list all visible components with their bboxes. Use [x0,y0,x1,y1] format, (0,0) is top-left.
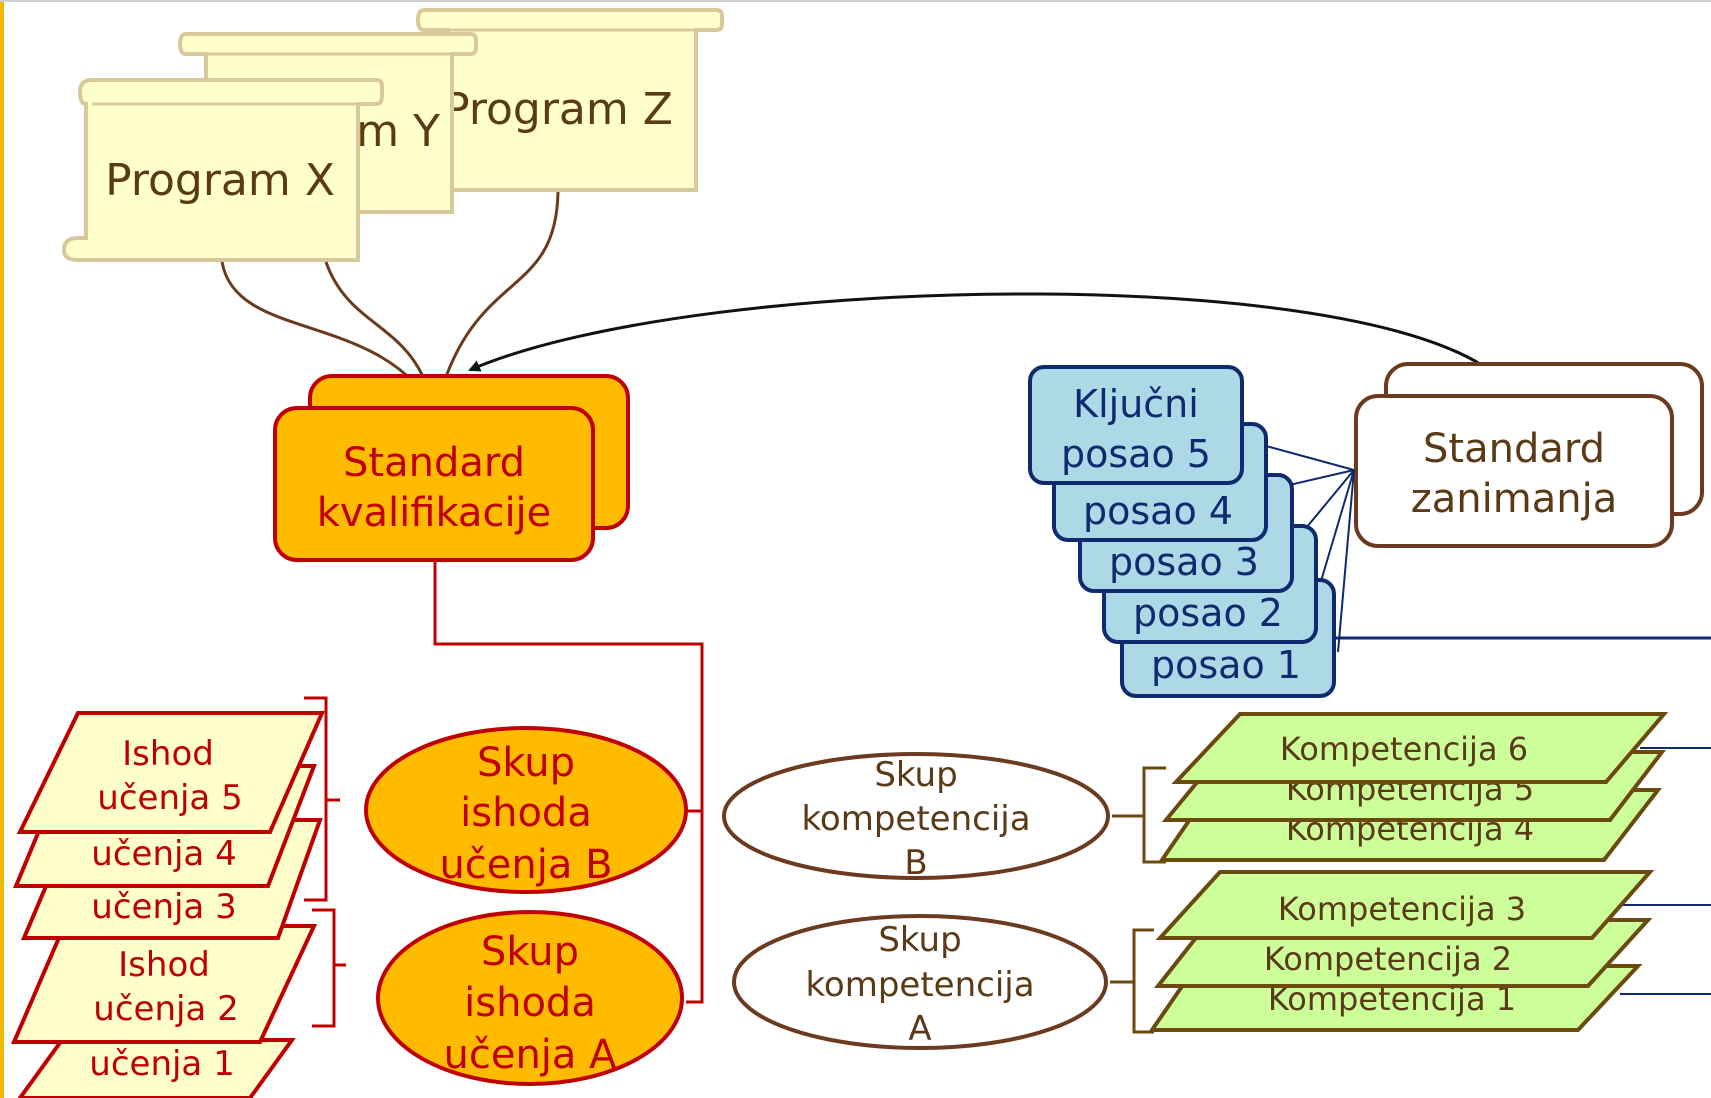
competence-set-b: Skup kompetencija B [722,752,1110,883]
learning-outcome-2-line1: Ishod [118,945,210,985]
key-job-3-label: posao 3 [1109,540,1259,584]
competence-set-b-line1: Skup [874,755,957,795]
learning-outcome-3-label: učenja 3 [91,887,236,927]
program-x-label: Program X [105,155,335,206]
brace-competences-a [1110,928,1154,1034]
competence-set-a-line1: Skup [878,920,961,960]
outcome-set-b-line1: Skup [477,740,575,786]
occupation-standard-line1: Standard [1423,426,1605,472]
competence-set-a: Skup kompetencija A [732,914,1108,1050]
arrow-program-z [434,191,560,404]
competence-6: Kompetencija 6 [1171,712,1669,784]
qualification-standard: Standard kvalifikacije [273,374,630,562]
key-job-5: Ključni posao 5 [1028,365,1244,485]
key-job-5-line2: posao 5 [1061,432,1211,476]
occupation-standard: Standard zanimanja [1354,362,1704,548]
left-border [0,0,4,1098]
brace-outcomes-a [312,908,346,1028]
competence-links [1610,747,1711,995]
program-z-scroll: Program Z [415,8,724,192]
outcome-set-a-line3: učenja A [443,1032,617,1078]
learning-outcome-4-label: učenja 4 [91,834,236,874]
learning-outcome-5-line1: Ishod [122,734,214,774]
key-job-4-label: posao 4 [1083,489,1233,533]
competence-2-label: Kompetencija 2 [1264,940,1512,978]
outcome-set-b-line3: učenja B [439,842,612,888]
key-job-2-label: posao 2 [1133,591,1283,635]
brace-outcomes-b [304,696,340,902]
outcome-set-b: Skup ishoda učenja B [364,726,688,894]
competence-set-b-line3: B [904,843,927,883]
arrow-standards-link [468,292,1514,394]
competence-3-label: Kompetencija 3 [1278,890,1526,928]
outcome-set-b-line2: ishoda [460,790,592,836]
learning-outcome-5: Ishod učenja 5 [16,711,326,834]
arrow-program-x [220,261,432,404]
key-job-5-line1: Ključni [1073,382,1199,426]
brace-competences-b [1112,766,1166,864]
qualification-standard-line2: kvalifikacije [317,490,552,536]
competence-3: Kompetencija 3 [1155,870,1655,940]
program-x-scroll: Program X [61,78,384,262]
learning-outcome-5-line2: učenja 5 [97,778,242,818]
competence-set-a-line2: kompetencija [805,965,1034,1005]
learning-outcome-1-label: učenja 1 [89,1044,234,1084]
outcome-set-a: Skup ishoda učenja A [376,910,684,1086]
outcome-set-a-line1: Skup [481,929,579,975]
key-job-1-label: posao 1 [1151,643,1301,687]
competence-set-a-line3: A [908,1009,931,1049]
competence-set-b-line2: kompetencija [801,799,1030,839]
outcome-set-a-line2: ishoda [464,980,596,1026]
program-z-label: Program Z [443,84,673,135]
connector-qualification [433,562,704,1004]
learning-outcome-1: učenja 1 [17,1038,296,1098]
occupation-standard-line2: zanimanja [1411,476,1617,522]
learning-outcome-2-line2: učenja 2 [93,989,238,1029]
qualification-standard-line1: Standard [343,440,525,486]
competence-6-label: Kompetencija 6 [1280,730,1528,768]
learning-outcome-2: Ishod učenja 2 [10,924,318,1044]
